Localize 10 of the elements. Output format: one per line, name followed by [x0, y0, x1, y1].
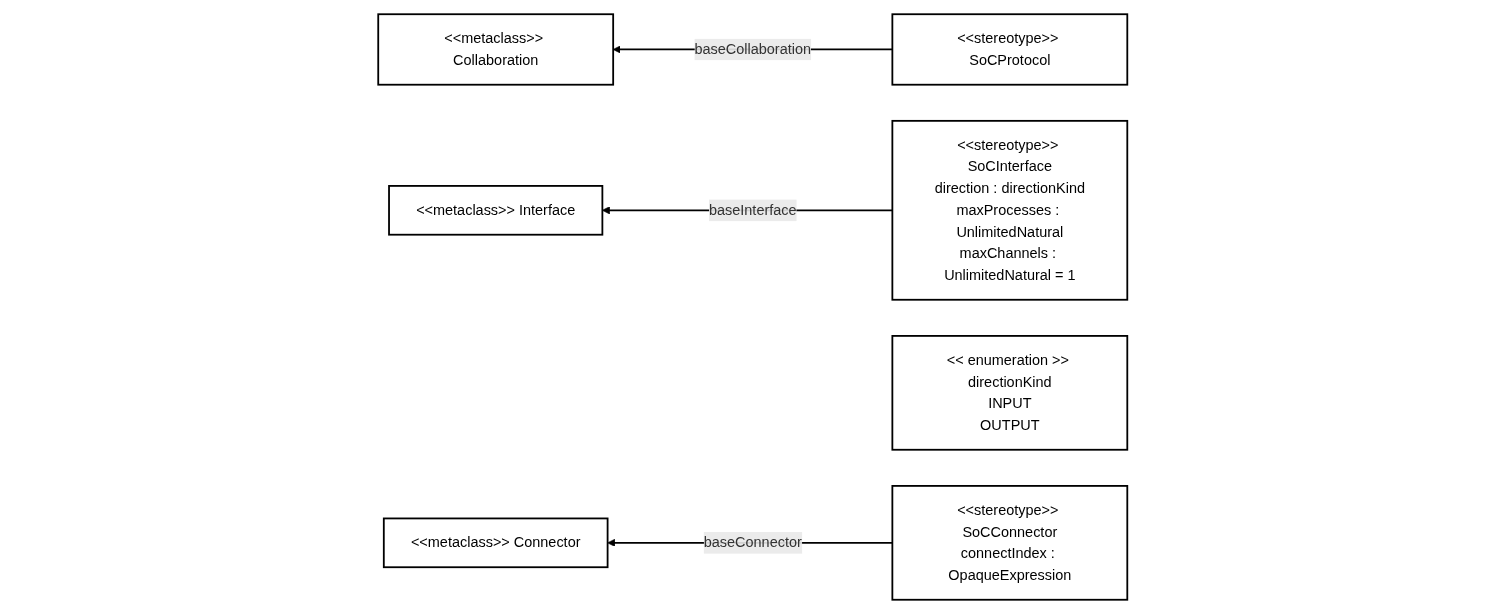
node-box: <<stereotype>> SoCInterface direction : directionKind maxProcesses : UnlimitedNatural maxChannels : UnlimitedNatural = 1	[891, 119, 1128, 301]
node-box: <<stereotype>> SoCConnector connectIndex : OpaqueExpression	[891, 484, 1128, 601]
node-box: << enumeration >> directionKind INPUT OUTPUT	[891, 334, 1128, 451]
edge-label: baseConnector	[703, 534, 802, 550]
node-box: <<metaclass>> Connector	[382, 517, 609, 568]
edge-label: baseInterface	[708, 201, 797, 218]
node-box: <<metaclass>> Interface	[387, 184, 603, 236]
node-box: <<metaclass>> Collaboration	[377, 12, 614, 86]
edge-label: baseCollaboration	[694, 40, 811, 57]
node-box: <<stereotype>> SoCProtocol	[891, 12, 1128, 86]
